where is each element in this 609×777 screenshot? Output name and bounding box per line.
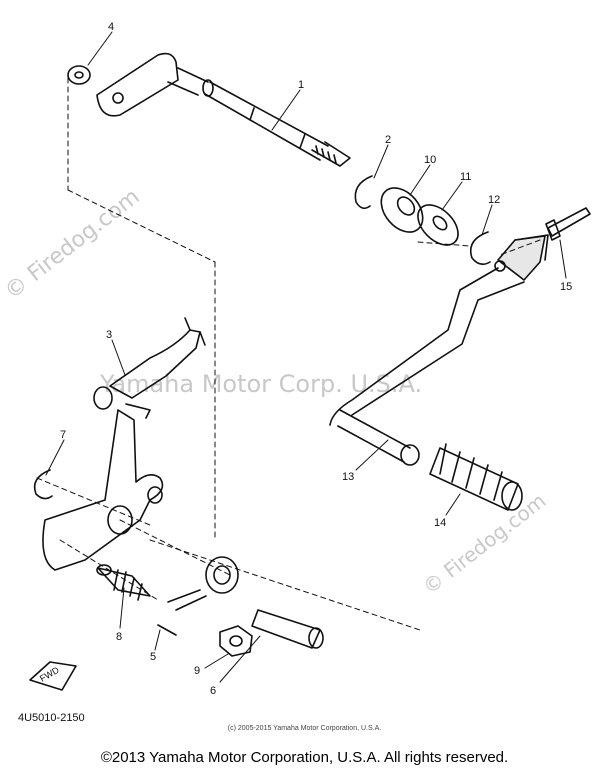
- callout-9: 9: [194, 665, 200, 677]
- callout-14: 14: [434, 517, 446, 529]
- fwd-arrow-icon: [29, 661, 77, 691]
- fwd-label: FWD: [38, 665, 61, 684]
- part-6-spring: [167, 556, 324, 649]
- part-10-oil-seal: [380, 187, 424, 233]
- callout-1: 1: [298, 79, 304, 91]
- part-7-circlip: [33, 469, 53, 500]
- part-15-bolt: [545, 207, 591, 241]
- callout-3: 3: [106, 329, 112, 341]
- callout-7: 7: [60, 429, 66, 441]
- part-11-washer: [417, 204, 459, 246]
- copyright-notice: ©2013 Yamaha Motor Corporation, U.S.A. A…: [100, 749, 509, 766]
- firedog-watermark-right: © Firedog.com: [418, 488, 550, 598]
- part-13-shift-pedal: [329, 234, 549, 466]
- leader-lines: [45, 31, 567, 683]
- callout-4: 4: [108, 21, 114, 33]
- callout-6: 6: [210, 685, 216, 697]
- callout-13: 13: [342, 471, 354, 483]
- diagram-code: 4U5010-2150: [18, 712, 85, 724]
- small-copyright: (c) 2005-2015 Yamaha Motor Corporation, …: [227, 725, 382, 732]
- part-8-stud-bolt: [96, 564, 151, 601]
- callout-10: 10: [424, 154, 436, 166]
- firedog-watermark-left: © Firedog.com: [0, 184, 144, 304]
- part-5-pin: [157, 624, 177, 636]
- part-2-circlip: [354, 175, 373, 210]
- shift-lever-body: [42, 409, 164, 571]
- callout-11: 11: [460, 171, 471, 183]
- part-4-washer: [67, 65, 91, 85]
- part-9-nut: [219, 625, 253, 657]
- part-12-circlip: [469, 231, 491, 266]
- callout-12: 12: [488, 194, 500, 206]
- part-3-shift-arm: [93, 317, 206, 419]
- part-1-shift-shaft: [96, 52, 351, 167]
- callout-8: 8: [116, 631, 122, 643]
- callout-15: 15: [560, 281, 572, 293]
- callout-5: 5: [150, 651, 156, 663]
- callout-2: 2: [385, 134, 391, 146]
- part-14-footrest-rubber: [429, 443, 523, 511]
